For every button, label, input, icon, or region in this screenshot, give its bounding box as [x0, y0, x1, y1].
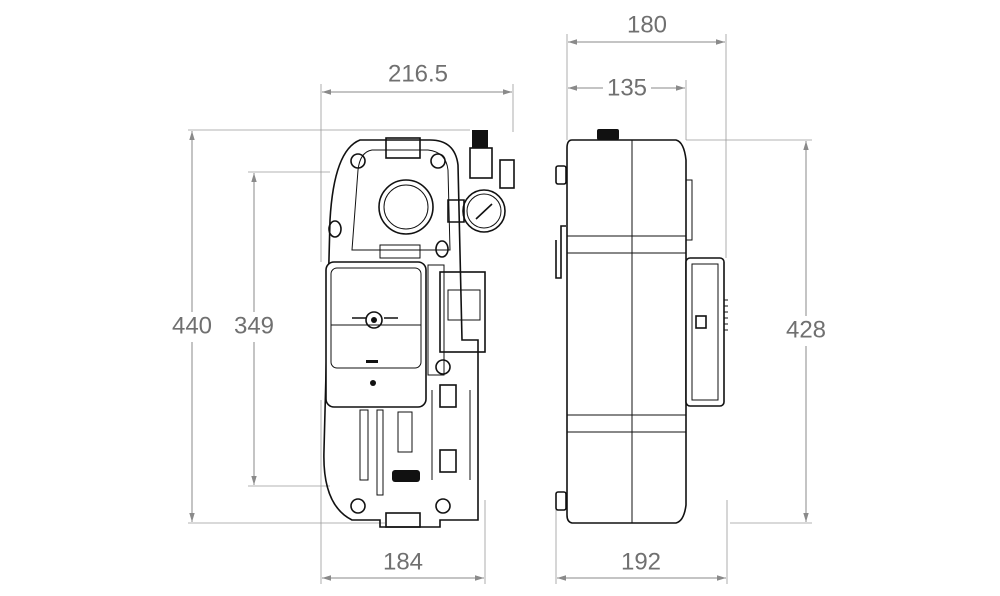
dim-label-135: 135 — [607, 74, 647, 101]
side-view — [555, 129, 728, 524]
dim-label-192: 192 — [621, 548, 661, 575]
front-view — [323, 130, 515, 528]
dim-label-184: 184 — [383, 548, 423, 575]
dimension-labels: 216.5 180 135 440 349 428 184 192 — [166, 11, 832, 575]
dim-label-349: 349 — [234, 312, 274, 339]
dim-label-180: 180 — [627, 11, 667, 38]
dim-label-440: 440 — [172, 312, 212, 339]
dim-label-428: 428 — [786, 316, 826, 343]
dim-label-216-5: 216.5 — [388, 60, 448, 87]
extension-lines — [188, 34, 812, 584]
